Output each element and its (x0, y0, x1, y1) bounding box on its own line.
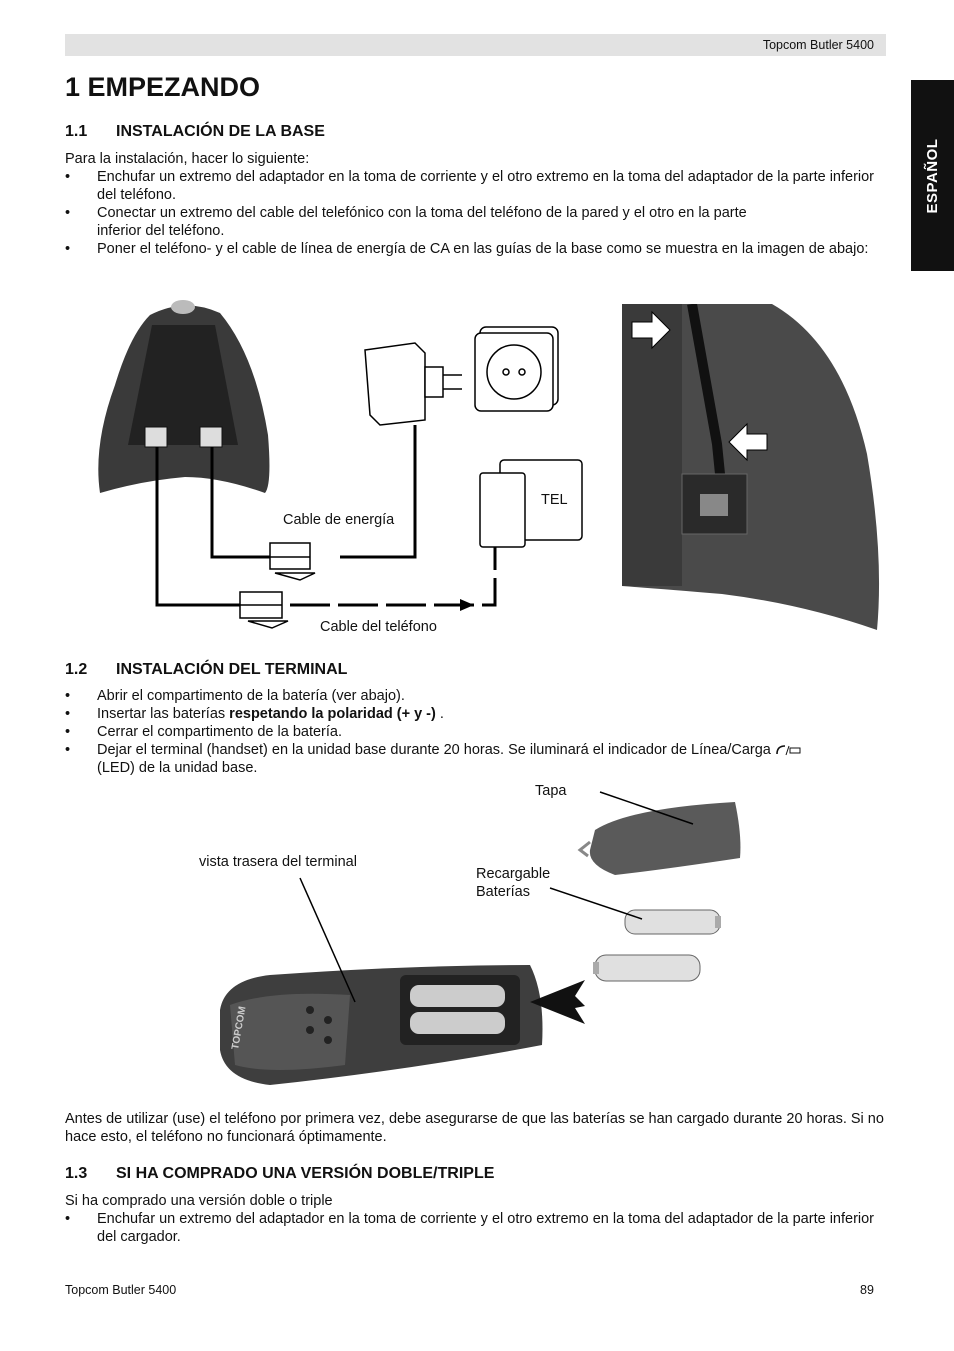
list-item: Cerrar el compartimento de la batería. (65, 723, 890, 741)
wall-socket-icon (474, 326, 559, 412)
power-cable (210, 447, 270, 559)
header-product-name: Topcom Butler 5400 (762, 38, 874, 52)
running-header: Topcom Butler 5400 (65, 34, 886, 56)
section-title: INSTALACIÓN DE LA BASE (116, 123, 325, 140)
insert-arrow-icon (530, 980, 585, 1024)
label-phone-cable: Cable del teléfono (320, 619, 437, 635)
power-plug-icon (269, 542, 316, 581)
section-number: 1.1 (65, 123, 88, 140)
label-rear-view: vista trasera del terminal (199, 854, 357, 870)
label-tel: TEL (541, 492, 568, 508)
list-item: Dejar el terminal (handset) en la unidad… (65, 741, 890, 777)
battery-icon (624, 909, 721, 935)
bold-text: respetando la polaridad (+ y -) (229, 706, 436, 722)
base-socket-power (144, 426, 168, 448)
bullet-list-1-2: Abrir el compartimento de la batería (ve… (65, 687, 890, 777)
line-charge-led-icon (776, 745, 801, 756)
battery-cover-illustration (589, 802, 741, 875)
list-item: Enchufar un extremo del adaptador en la … (65, 1210, 890, 1246)
cable-guide-photo (622, 304, 880, 630)
section-title: SI HA COMPRADO UNA VERSIÓN DOBLE/TRIPLE (116, 1165, 495, 1182)
battery-icon (593, 954, 701, 982)
bullet-list-1-3: Enchufar un extremo del adaptador en la … (65, 1210, 890, 1246)
footer-product-name: Topcom Butler 5400 (65, 1283, 177, 1297)
arrow-icon (631, 310, 671, 350)
section-number: 1.3 (65, 1165, 88, 1182)
bullet-list-1-1: Enchufar un extremo del adaptador en la … (65, 168, 890, 258)
page-number: 89 (860, 1283, 874, 1297)
label-batteries: Baterías (476, 884, 530, 900)
arrow-icon (728, 422, 768, 462)
charging-note: Antes de utilizar (use) el teléfono por … (65, 1111, 884, 1145)
label-cover: Tapa (535, 783, 567, 799)
chapter-title: 1 EMPEZANDO (65, 72, 261, 102)
list-item: Poner el teléfono- y el cable de línea d… (65, 240, 890, 258)
section-title: INSTALACIÓN DEL TERMINAL (116, 661, 348, 678)
label-power-cable: Cable de energía (283, 512, 395, 528)
label-rechargeable: Recargable (476, 866, 551, 882)
phone-wall-box-icon (479, 459, 583, 548)
language-tab-label: ESPAÑOL (923, 138, 941, 213)
language-tab: ESPAÑOL (911, 80, 954, 271)
section-heading-1-2: 1.2 INSTALACIÓN DEL TERMINAL (65, 660, 347, 680)
list-item: Enchufar un extremo del adaptador en la … (65, 168, 890, 204)
phone-plug-icon (239, 591, 289, 629)
section-intro: Si ha comprado una versión doble o tripl… (65, 1193, 333, 1209)
power-adapter-icon (364, 342, 462, 426)
list-item: Conectar un extremo del cable del telefó… (65, 204, 890, 240)
base-installation-diagram (98, 300, 583, 629)
section-number: 1.2 (65, 661, 88, 678)
list-item: Insertar las baterías respetando la pola… (65, 705, 890, 723)
phone-cable (155, 447, 240, 607)
base-socket-phone (199, 426, 223, 448)
section-heading-1-3: 1.3 SI HA COMPRADO UNA VERSIÓN DOBLE/TRIP… (65, 1164, 494, 1184)
list-item: Abrir el compartimento de la batería (ve… (65, 687, 890, 705)
section-intro: Para la instalación, hacer lo siguiente: (65, 151, 310, 167)
handset-battery-diagram: TOPCOM (220, 791, 741, 1085)
section-heading-1-1: 1.1 INSTALACIÓN DE LA BASE (65, 122, 325, 142)
